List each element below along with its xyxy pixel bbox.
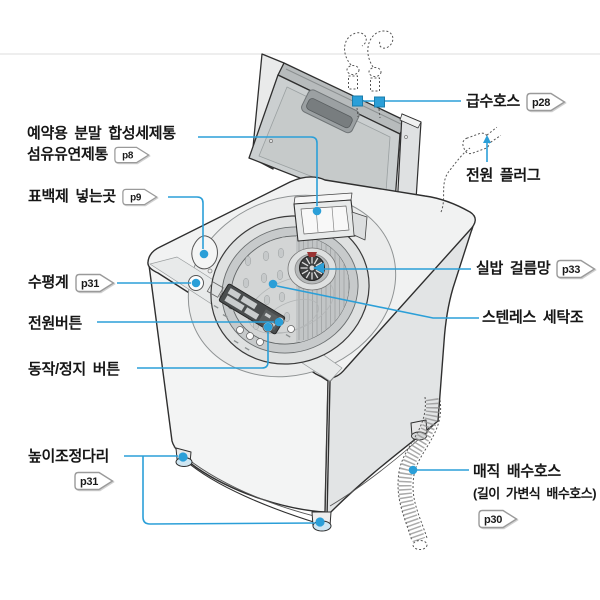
label-supply-hose: 급수호스 p28 — [466, 91, 566, 112]
svg-text:p9: p9 — [130, 192, 142, 203]
label-lint-filter: 실밥 걸름망 p33 — [476, 258, 597, 279]
leader-endpoints — [178, 95, 491, 527]
svg-text:p28: p28 — [532, 97, 550, 109]
plug-arrow — [483, 135, 491, 143]
label-leveling-legs: 높이조정다리 p31 — [28, 446, 114, 497]
svg-text:p8: p8 — [122, 150, 134, 161]
label-start-stop-button: 동작/정지 버튼 — [28, 361, 120, 378]
svg-text:p31: p31 — [81, 278, 99, 290]
page-badge-p31-legs: p31 — [74, 471, 114, 491]
lint-filter-arrow — [313, 262, 324, 274]
inlet-valve-marker — [374, 96, 385, 108]
svg-text:p33: p33 — [562, 264, 580, 276]
page-badge-p30: p30 — [478, 509, 518, 529]
washer-lid — [248, 53, 407, 216]
detergent-dispenser — [293, 192, 368, 242]
label-detergent-line1: 예약용 분말 합성세제통 — [27, 125, 176, 142]
label-level-gauge: 수평계 p31 — [28, 272, 115, 293]
label-detergent-dispenser: 예약용 분말 합성세제통 섬유유연제통 p8 — [27, 123, 176, 165]
svg-text:p30: p30 — [484, 514, 502, 526]
pulsator-lint-filter — [287, 247, 337, 291]
page-badge-p28: p28 — [526, 92, 566, 111]
svg-text:p31: p31 — [80, 476, 98, 488]
inlet-valve-marker — [352, 95, 363, 107]
label-bleach-inlet: 표백제 넣는곳 p9 — [28, 186, 158, 207]
leader-lines — [97, 100, 488, 525]
label-power-button: 전원버튼 — [28, 315, 83, 332]
page-badge-p9: p9 — [122, 188, 158, 205]
label-detergent-line2: 섬유유연제통 — [27, 146, 109, 163]
drain-hose-art — [397, 396, 442, 550]
page-badge-p31: p31 — [74, 273, 115, 292]
supply-hose-art — [344, 30, 394, 119]
label-stainless-tub: 스텐레스 세탁조 — [482, 309, 584, 326]
page-badge-p8: p8 — [114, 146, 150, 163]
label-drain-hose: 매직 배수호스 (길이 가변식 배수호스) p30 — [473, 461, 597, 535]
lid-handle-recess — [301, 89, 360, 134]
tub-opening — [210, 215, 370, 365]
page-badge-p33: p33 — [556, 259, 597, 278]
label-power-plug: 전원 플러그 — [466, 167, 541, 184]
